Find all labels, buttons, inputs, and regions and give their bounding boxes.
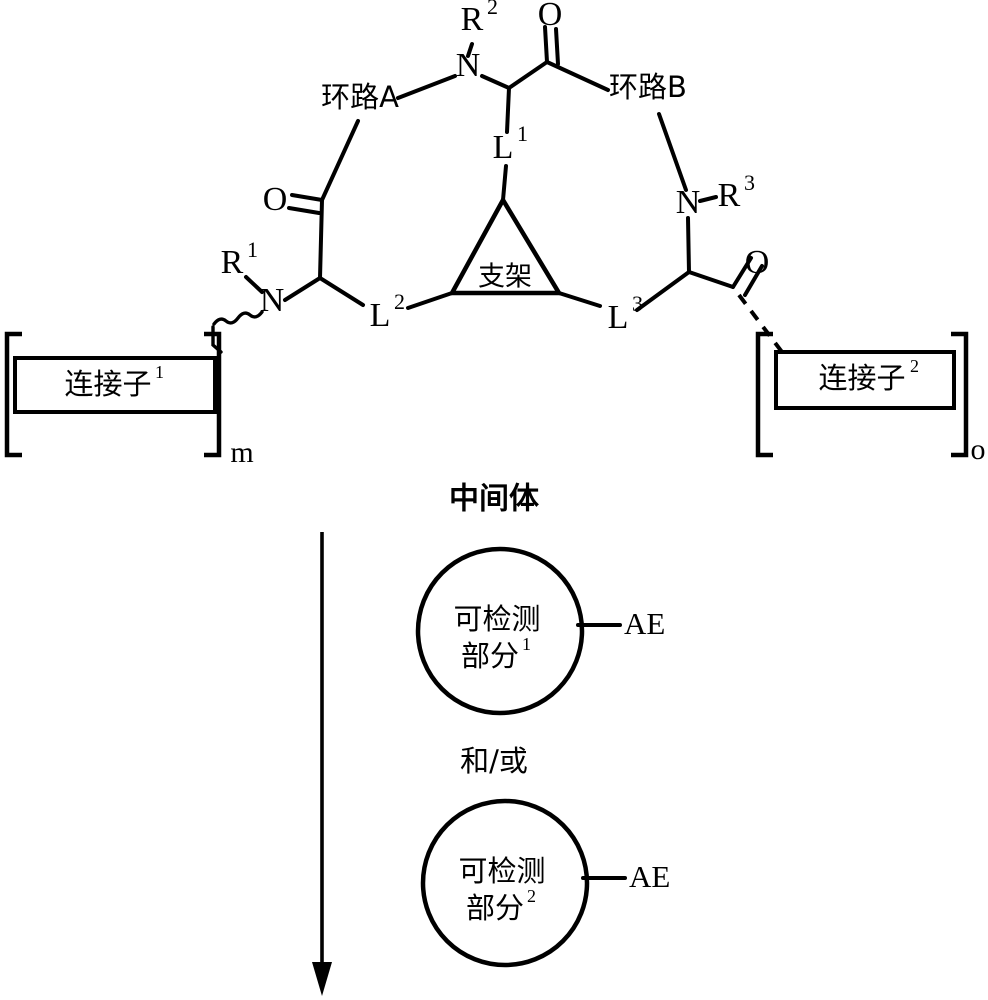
bond-calpha-right-carbonyl — [687, 270, 735, 289]
bond-l1-scaffold — [501, 164, 508, 202]
dashed-bond-right — [737, 293, 784, 354]
bond-ringb-nright — [657, 112, 688, 192]
detectable-moiety-2-terminal-label: AE — [629, 859, 670, 894]
reaction-arrow-head — [312, 962, 332, 996]
substituent-r1-base: R — [221, 244, 244, 281]
bond-calpha-l1 — [505, 86, 511, 134]
product-detectable-moiety-2: 可检测 部分 2 AE — [420, 798, 670, 968]
right-linker-box — [774, 350, 956, 410]
bond-calpha-right-l3 — [635, 270, 691, 312]
substituent-r2-base: R — [461, 1, 484, 38]
left-linker-label-base: 连接子 — [64, 367, 151, 401]
scaffold-label: 支架 — [478, 262, 532, 293]
detectable-moiety-2-sup: 2 — [527, 886, 536, 906]
left-linker-bracket-close — [204, 331, 222, 458]
atom-label-o-left: O — [263, 181, 288, 218]
bond-l3-scaffold — [557, 291, 602, 308]
detectable-moiety-1-circle — [415, 546, 585, 716]
left-linker-subscript: m — [230, 436, 253, 469]
bond-nright-r3 — [698, 195, 718, 203]
bond-carbonyl-double-a-right — [731, 256, 753, 289]
bond-carbonyl-double-b-right — [743, 264, 764, 297]
detectable-moiety-1-label: 可检测 部分 1 — [453, 602, 540, 673]
left-linker-label: 连接子 1 — [64, 362, 164, 401]
scaffold-triangle — [448, 195, 563, 296]
right-linker-label-base: 连接子 — [818, 361, 905, 395]
linker-l3-base: L — [608, 299, 629, 336]
intermediate-caption: 中间体 — [449, 482, 540, 517]
right-linker-group: o 连接子 2 — [737, 293, 986, 466]
bond-calpha-left-l2 — [318, 276, 365, 307]
linker-l2-sup: 2 — [394, 289, 405, 314]
linker-l1-sup: 1 — [517, 121, 528, 146]
reaction-arrow — [312, 532, 332, 996]
right-linker-subscript: o — [971, 433, 986, 466]
product-detectable-moiety-1: 可检测 部分 1 AE — [415, 546, 665, 716]
bond-carbonyl-double-a-top — [543, 25, 549, 64]
bond-r2-ntop — [466, 42, 474, 58]
ring-b-label: 环路B — [609, 70, 687, 104]
atom-label-n-top: N — [456, 47, 481, 84]
bond-carbonyl-double-b-left — [287, 206, 321, 215]
substituent-r3-base: R — [718, 177, 741, 214]
detectable-moiety-1-sup: 1 — [522, 634, 531, 654]
linker-l3: L 3 — [608, 291, 643, 336]
bond-carbonyl-calpha-left — [318, 198, 324, 280]
linker-l2-base: L — [370, 297, 391, 334]
detectable-moiety-1-line2: 部分 — [461, 639, 519, 673]
bond-calpha-carbonyl-top — [507, 60, 549, 90]
bond-carbonyl-ringb — [545, 60, 610, 92]
bond-carbonyl-double-a-left — [290, 193, 324, 202]
substituent-r1: R 1 — [221, 237, 258, 281]
left-linker-bracket-open — [4, 331, 22, 458]
bond-ntop-calpha-top — [480, 74, 511, 90]
macrocycle-bonds — [244, 25, 764, 312]
substituent-r2: R 2 — [461, 0, 498, 38]
detectable-moiety-2-circle — [420, 798, 590, 968]
substituent-r3-sup: 3 — [744, 170, 755, 195]
linker-l1-base: L — [493, 129, 514, 166]
right-linker-bracket-open — [755, 331, 773, 458]
detectable-moiety-2-line2: 部分 — [466, 891, 524, 925]
conjunction-label: 和/或 — [460, 744, 528, 778]
bond-ntop-ringa — [396, 74, 457, 100]
linker-l3-sup: 3 — [632, 291, 643, 316]
substituent-r3: R 3 — [718, 170, 755, 214]
right-linker-label-sup: 2 — [910, 356, 919, 376]
right-linker-label: 连接子 2 — [818, 356, 919, 395]
detectable-moiety-1-terminal-label: AE — [624, 606, 665, 641]
wavy-bond-left — [212, 310, 264, 326]
bond-nleft-r1 — [244, 275, 264, 294]
left-linker-box — [13, 356, 217, 414]
atom-label-o-right: O — [745, 244, 770, 281]
left-linker-group: m 连接子 1 — [4, 310, 264, 469]
atom-label-n-right: N — [676, 184, 701, 221]
substituent-r1-sup: 1 — [247, 237, 258, 262]
bond-l2-scaffold — [406, 291, 454, 310]
detectable-moiety-1-line1: 可检测 — [453, 602, 540, 636]
linker-l2: L 2 — [370, 289, 405, 334]
atom-label-o-top: O — [538, 0, 563, 33]
substituent-r2-sup: 2 — [487, 0, 498, 19]
bond-carbonyl-double-b-top — [554, 27, 560, 66]
left-linker-label-sup: 1 — [155, 362, 164, 382]
bond-ringa-carbonyl-left — [320, 119, 360, 202]
right-linker-bracket-close — [951, 331, 969, 458]
detectable-moiety-2-label: 可检测 部分 2 — [458, 854, 545, 925]
bond-nright-calpha-right — [686, 216, 691, 274]
linker-l1: L 1 — [493, 121, 528, 166]
bond-calpha-left-nleft — [283, 276, 322, 302]
ring-a-label: 环路A — [321, 80, 399, 114]
detectable-moiety-2-line1: 可检测 — [458, 854, 545, 888]
atom-label-n-left: N — [260, 282, 285, 319]
